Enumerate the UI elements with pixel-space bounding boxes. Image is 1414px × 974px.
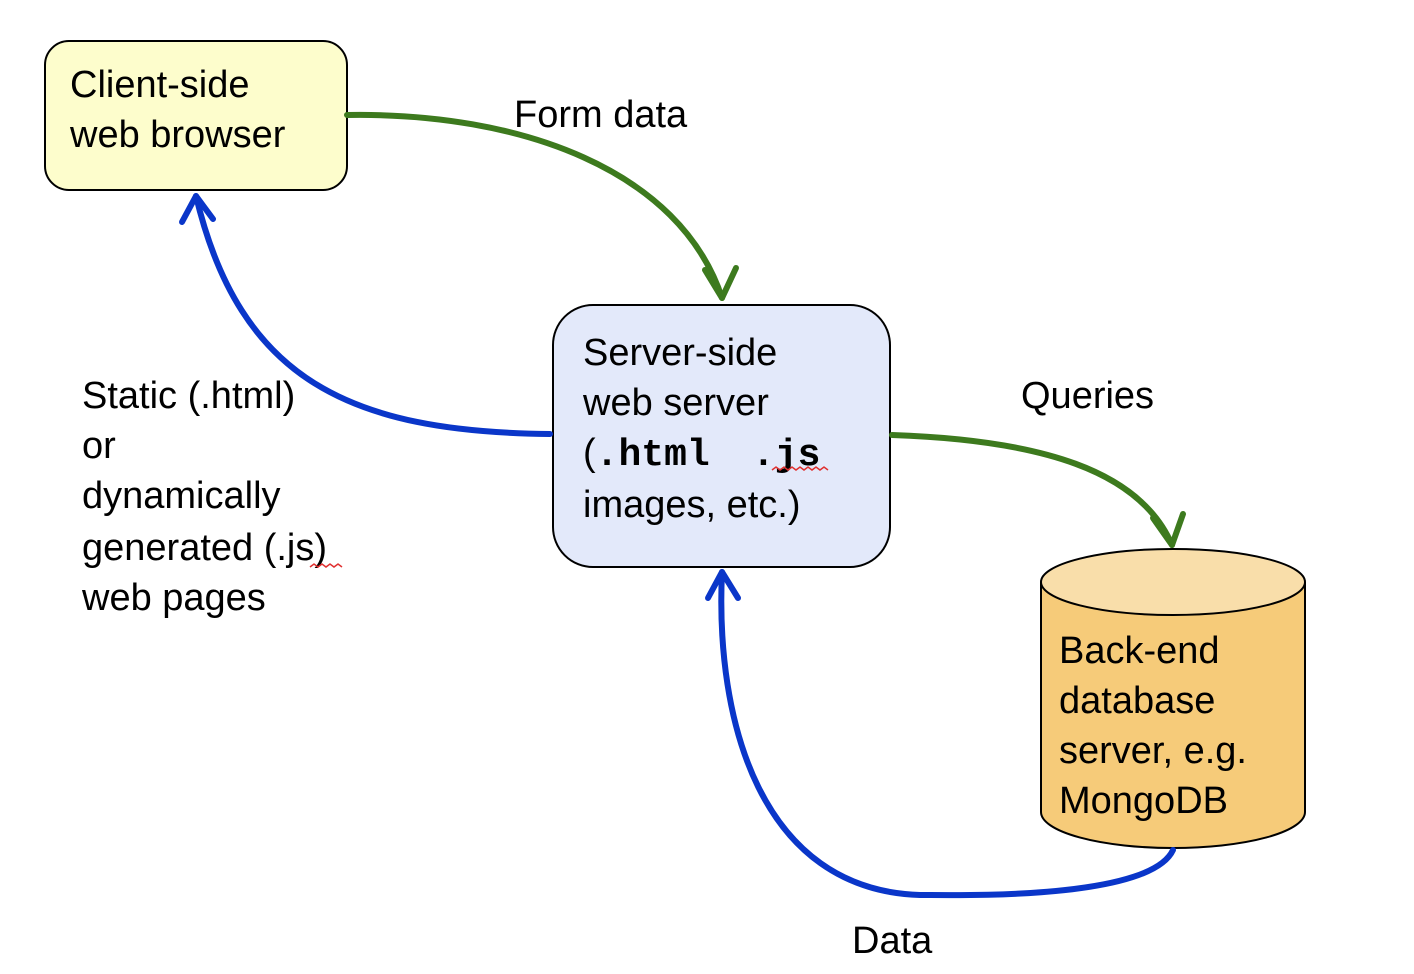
database-label-line1: Back-end xyxy=(1059,630,1220,672)
queries-arrowhead xyxy=(1150,511,1186,548)
client-label-line2: web browser xyxy=(69,114,286,156)
server-code-html: .html xyxy=(596,434,710,477)
queries-arrow xyxy=(889,432,1175,548)
web-pages-label-line1: Static (.html) xyxy=(82,375,295,417)
web-pages-label-line4-js: js xyxy=(286,527,314,569)
database-label-line2: database xyxy=(1059,680,1215,722)
database-label-line4: MongoDB xyxy=(1059,780,1228,822)
web-pages-label-line2: or xyxy=(82,425,116,467)
form-data-label: Form data xyxy=(514,94,688,136)
spellcheck-squiggle xyxy=(309,563,343,568)
web-pages-label-line3: dynamically xyxy=(82,475,281,517)
client-label-line1: Client-side xyxy=(70,64,250,106)
data-label: Data xyxy=(852,920,933,962)
server-label-line3: (.html .js xyxy=(583,432,820,477)
database-label-line3: server, e.g. xyxy=(1059,730,1247,772)
web-pages-arrowhead xyxy=(179,193,216,225)
spellcheck-squiggle xyxy=(771,466,829,471)
web-pages-label-line5: web pages xyxy=(81,577,266,619)
server-code-paren: ( xyxy=(583,432,596,474)
database-cylinder xyxy=(1040,548,1306,849)
database-top xyxy=(1040,548,1306,616)
web-pages-arrow xyxy=(193,193,553,437)
web-pages-label-line4-a: generated (. xyxy=(82,527,287,569)
server-code-js: .js xyxy=(752,434,820,477)
server-label-line4: images, etc.) xyxy=(583,484,801,526)
data-arrowhead xyxy=(705,569,741,601)
form-data-arrow xyxy=(344,111,725,301)
web-pages-label-line4-c: ) xyxy=(314,527,327,569)
form-data-arrowhead xyxy=(702,265,739,301)
server-label-line2: web server xyxy=(582,382,769,424)
data-arrow xyxy=(718,569,1176,899)
server-label-line1: Server-side xyxy=(583,332,777,374)
queries-label: Queries xyxy=(1021,375,1154,417)
web-pages-label-line4: generated (.js) xyxy=(82,527,327,569)
